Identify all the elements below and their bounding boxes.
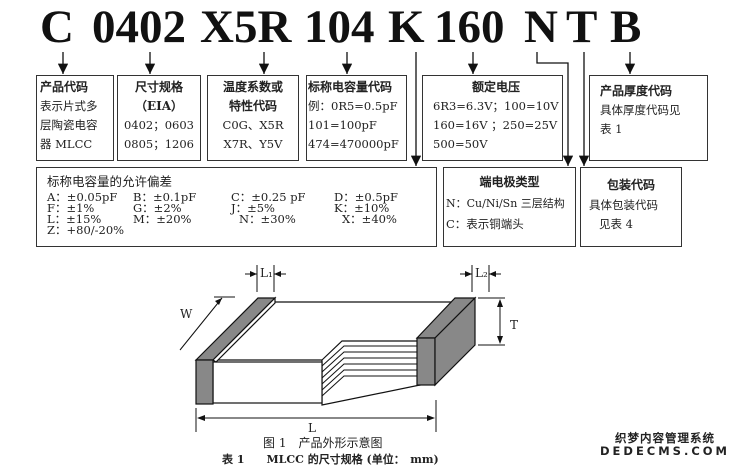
size-box: 尺寸规格 （EIA） 0402；0603 0805；1206 xyxy=(117,75,201,161)
box-line: 6R3=6.3V；100=10V xyxy=(433,99,559,113)
tolerance-item: L：±15% xyxy=(47,212,102,226)
box-title: 产品厚度代码 xyxy=(600,84,673,98)
box-line: 器 MLCC xyxy=(40,137,93,151)
tolerance-grid: A：±0.05pF B：±0.1pF C：±0.25 pF D：±0.5pF F… xyxy=(47,190,426,237)
dim-label-l: L xyxy=(308,421,316,435)
box-title: 标称电容量代码 xyxy=(308,80,393,94)
box-title: 尺寸规格 xyxy=(134,80,183,94)
box-line: 表 1 xyxy=(600,122,623,136)
box-line: 表示片式多 xyxy=(40,99,98,113)
watermark: 织梦内容管理系统 DEDECMS.COM xyxy=(600,432,730,458)
box-title: 端电极类型 xyxy=(479,175,540,189)
package-box: 包装代码 具体包装代码 见表 4 xyxy=(580,167,682,247)
box-line: 0805；1206 xyxy=(123,137,195,151)
tolerance-item: F：±1% xyxy=(47,201,95,215)
tolerance-item: M：±20% xyxy=(133,212,192,226)
tolerance-item: D：±0.5pF xyxy=(334,190,398,204)
code-capacitance: 104 xyxy=(304,1,375,53)
code-tolerance: K xyxy=(388,1,425,53)
code-thickness: T xyxy=(566,1,598,53)
tolerance-item: G：±2% xyxy=(133,201,182,215)
box-line: 具体厚度代码见 xyxy=(600,103,681,117)
box-title: 标称电容量的允许偏差 xyxy=(47,174,173,189)
box-title: 额定电压 xyxy=(471,80,520,94)
tolerance-item: B：±0.1pF xyxy=(133,190,197,204)
box-line: 特性代码 xyxy=(228,99,277,113)
product-code-box: 产品代码 表示片式多 层陶瓷电容 器 MLCC xyxy=(36,75,114,161)
box-line: C0G、X5R xyxy=(222,118,284,132)
box-line: （EIA） xyxy=(134,99,184,113)
box-line: 474=470000pF xyxy=(308,137,399,151)
box-line: 500=50V xyxy=(433,137,488,151)
box-line: 层陶瓷电容 xyxy=(40,118,98,132)
thickness-box: 产品厚度代码 具体厚度代码见 表 1 xyxy=(589,75,708,161)
box-line: 具体包装代码 xyxy=(589,198,658,212)
dim-label-l2: L₂ xyxy=(475,266,488,280)
table-caption: 表 1 MLCC 的尺寸规格 (单位： mm) xyxy=(222,453,439,466)
code-temp: X5R xyxy=(200,1,292,53)
code-size: 0402 xyxy=(92,1,186,53)
electrode-box: 端电极类型 N：Cu/Ni/Sn 三层结构 C：表示铜端头 xyxy=(443,167,576,247)
connector-arrows xyxy=(57,52,636,166)
code-voltage: 160 xyxy=(434,1,505,53)
tolerance-item: X：±40% xyxy=(342,212,397,226)
temp-coefficient-box: 温度系数或 特性代码 C0G、X5R X7R、Y5V xyxy=(207,75,299,161)
box-line: N：Cu/Ni/Sn 三层结构 xyxy=(446,197,565,210)
dim-label-l1: L₁ xyxy=(260,266,273,280)
box-line: C：表示铜端头 xyxy=(446,217,524,231)
tolerance-item: K：±10% xyxy=(334,201,390,215)
tolerance-item: N：±30% xyxy=(239,212,296,226)
watermark-line1: 织梦内容管理系统 xyxy=(615,431,715,445)
code-product: C xyxy=(40,1,74,53)
box-title: 温度系数或 xyxy=(222,80,283,94)
box-title: 包装代码 xyxy=(606,178,655,192)
box-line: 160=16V ；250=25V xyxy=(433,118,558,132)
watermark-line2: DEDECMS.COM xyxy=(600,444,730,458)
mlcc-figure xyxy=(179,265,505,432)
box-title: 产品代码 xyxy=(40,80,89,94)
dim-label-w: W xyxy=(180,307,193,321)
dim-label-t: T xyxy=(510,318,519,332)
tolerance-item: A：±0.05pF xyxy=(47,190,118,204)
tolerance-item: Z：+80/-20% xyxy=(47,223,125,237)
box-line: 例：0R5=0.5pF xyxy=(308,99,398,113)
box-line: 0402；0603 xyxy=(123,118,195,132)
voltage-box: 额定电压 6R3=6.3V；100=10V 160=16V ；250=25V 5… xyxy=(422,75,563,161)
tolerance-box: 标称电容量的允许偏差 A：±0.05pF B：±0.1pF C：±0.25 pF… xyxy=(36,167,437,247)
tolerance-item: J：±5% xyxy=(231,201,275,215)
box-line: X7R、Y5V xyxy=(223,137,283,151)
capacitance-code-box: 标称电容量代码 例：0R5=0.5pF 101=100pF 474=470000… xyxy=(306,75,407,161)
figure-caption: 图 1 产品外形示意图 xyxy=(263,436,383,450)
tolerance-item: C：±0.25 pF xyxy=(231,190,306,204)
box-line: 见表 4 xyxy=(599,217,633,231)
code-package: B xyxy=(610,1,642,53)
code-electrode: N xyxy=(524,1,558,53)
box-line: 101=100pF xyxy=(308,118,377,132)
